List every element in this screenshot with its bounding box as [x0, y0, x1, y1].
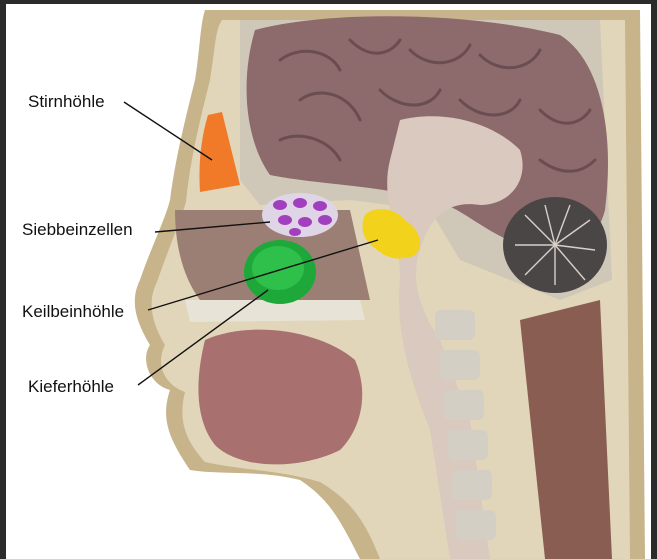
label-frontal-sinus: Stirnhöhle — [28, 92, 105, 112]
label-maxillary-sinus: Kieferhöhle — [28, 377, 114, 397]
label-sphenoid-sinus: Keilbeinhöhle — [22, 302, 124, 322]
tongue — [198, 330, 362, 465]
label-ethmoid-cells: Siebbeinzellen — [22, 220, 133, 240]
maxillary-sinus-highlight — [252, 246, 304, 290]
